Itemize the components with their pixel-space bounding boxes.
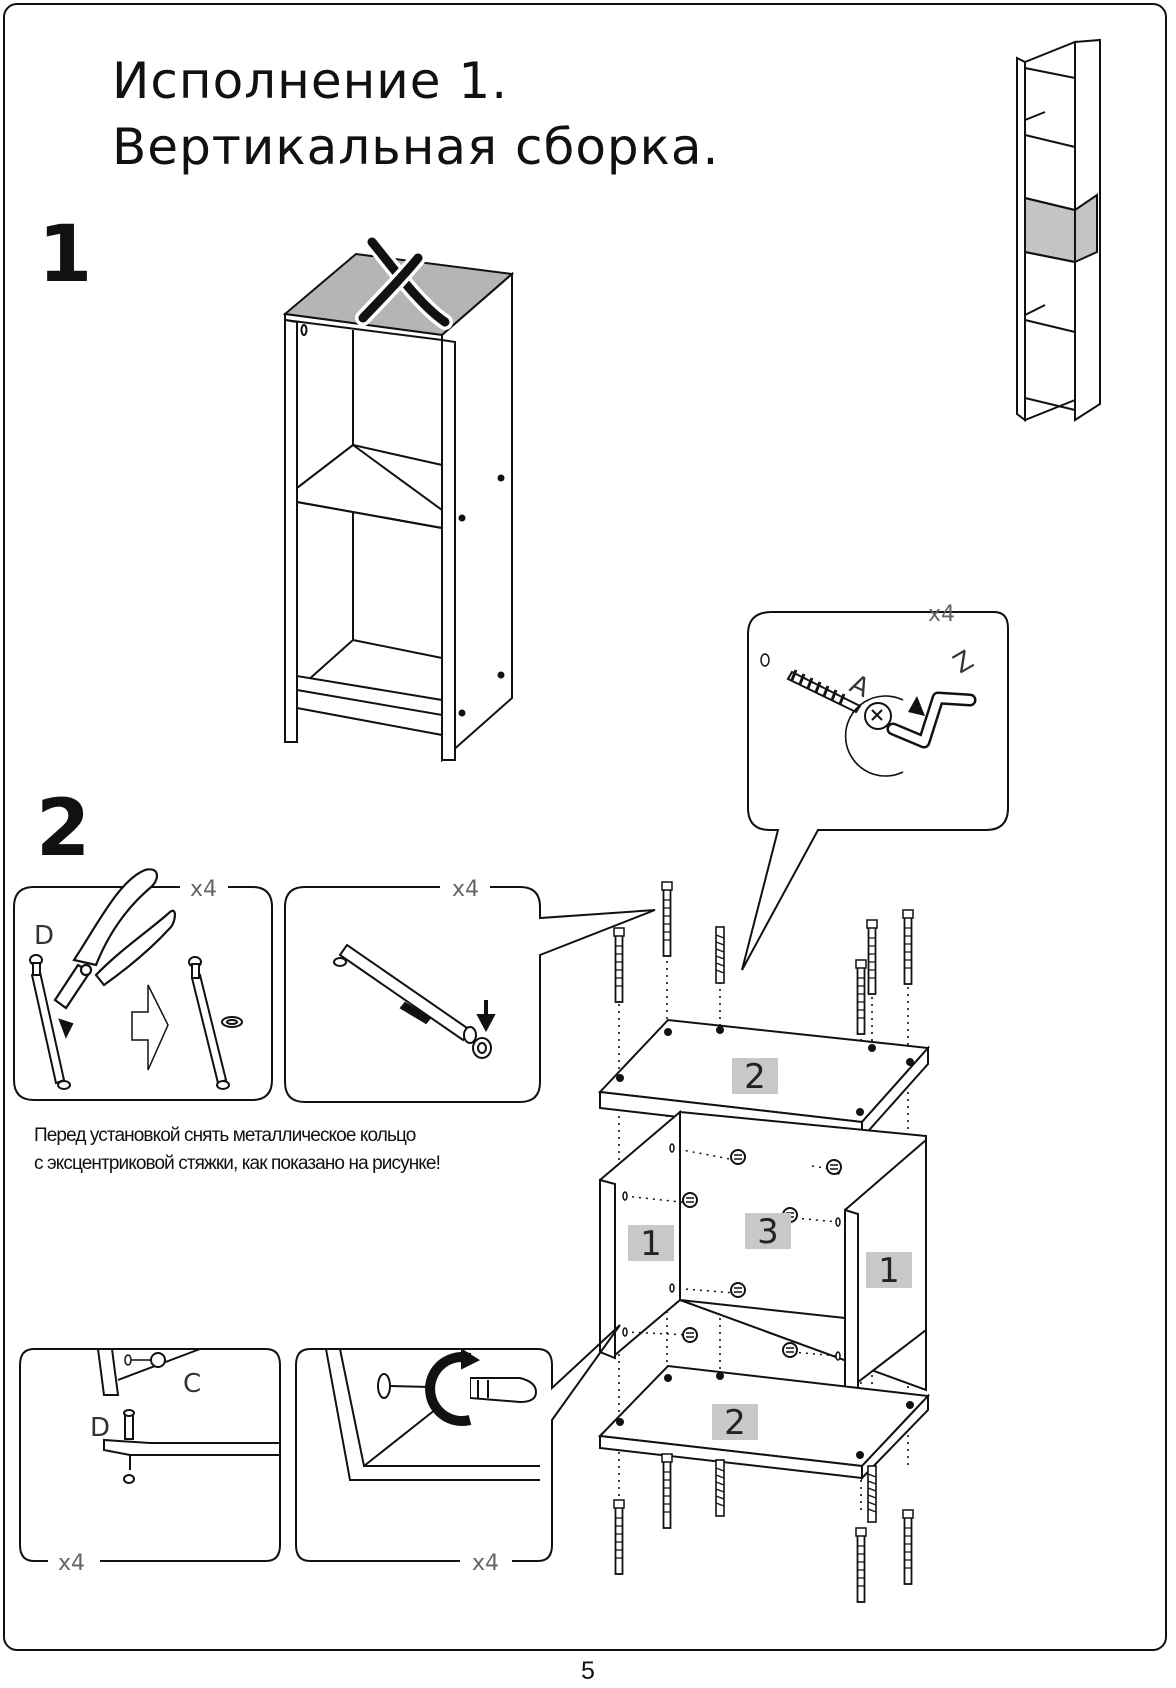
- dowel-detail-box: x4 C D: [19, 1348, 281, 1576]
- step1-cabinet: [282, 234, 515, 763]
- note-line-1: Перед установкой снять металлическое кол…: [34, 1125, 416, 1146]
- eccentric-pin-icon: [29, 954, 71, 1090]
- page-title: Исполнение 1. Вертикальная сборка.: [112, 48, 719, 180]
- pin-without-ring-icon: [188, 956, 243, 1090]
- bubble-count: x4: [928, 602, 955, 627]
- pin-label: D: [34, 921, 54, 951]
- panel-label-right: 1: [878, 1251, 900, 1291]
- dowel-detail-count: x4: [58, 1551, 85, 1576]
- hex-key-icon: [844, 691, 977, 777]
- screwdriver-count: x4: [472, 1551, 499, 1576]
- tall-shelf-thumbnail: [1016, 38, 1101, 422]
- pliers-icon: [53, 868, 176, 1039]
- title-line-2: Вертикальная сборка.: [112, 118, 720, 176]
- step-number-2: 2: [36, 784, 91, 874]
- warning-note: Перед установкой снять металлическое кол…: [34, 1122, 441, 1178]
- screwdriver-detail-box: x4: [295, 1324, 621, 1576]
- title-line-1: Исполнение 1.: [112, 52, 509, 110]
- eccentric-detail-box: x4: [284, 877, 656, 1103]
- panel-label-left: 1: [640, 1224, 662, 1264]
- pin-detail-label: D: [90, 1413, 110, 1443]
- panel-label-back: 3: [757, 1212, 779, 1252]
- step-number-1: 1: [38, 210, 93, 300]
- key-label: Z: [949, 645, 979, 680]
- screw-a-icon: [786, 669, 892, 730]
- eccentric-rod-icon: [333, 943, 496, 1059]
- note-line-2: с эксцентриковой стяжки, как показано на…: [34, 1153, 441, 1174]
- screwdriver-icon: [377, 1348, 538, 1426]
- hardware-speech-bubble: x4 A Z: [741, 602, 1009, 971]
- page-frame: [3, 3, 1167, 1651]
- pliers-count: x4: [190, 877, 217, 902]
- arrow-right-icon: [131, 984, 169, 1071]
- panel-label-top: 2: [744, 1057, 766, 1097]
- pliers-detail-box: x4 D: [13, 868, 273, 1101]
- exploded-assembly: 2: [597, 881, 931, 1603]
- page-number: 5: [581, 1657, 595, 1685]
- panel-label-bottom: 2: [724, 1403, 746, 1443]
- eccentric-count: x4: [452, 877, 479, 902]
- cam-label: C: [183, 1369, 201, 1399]
